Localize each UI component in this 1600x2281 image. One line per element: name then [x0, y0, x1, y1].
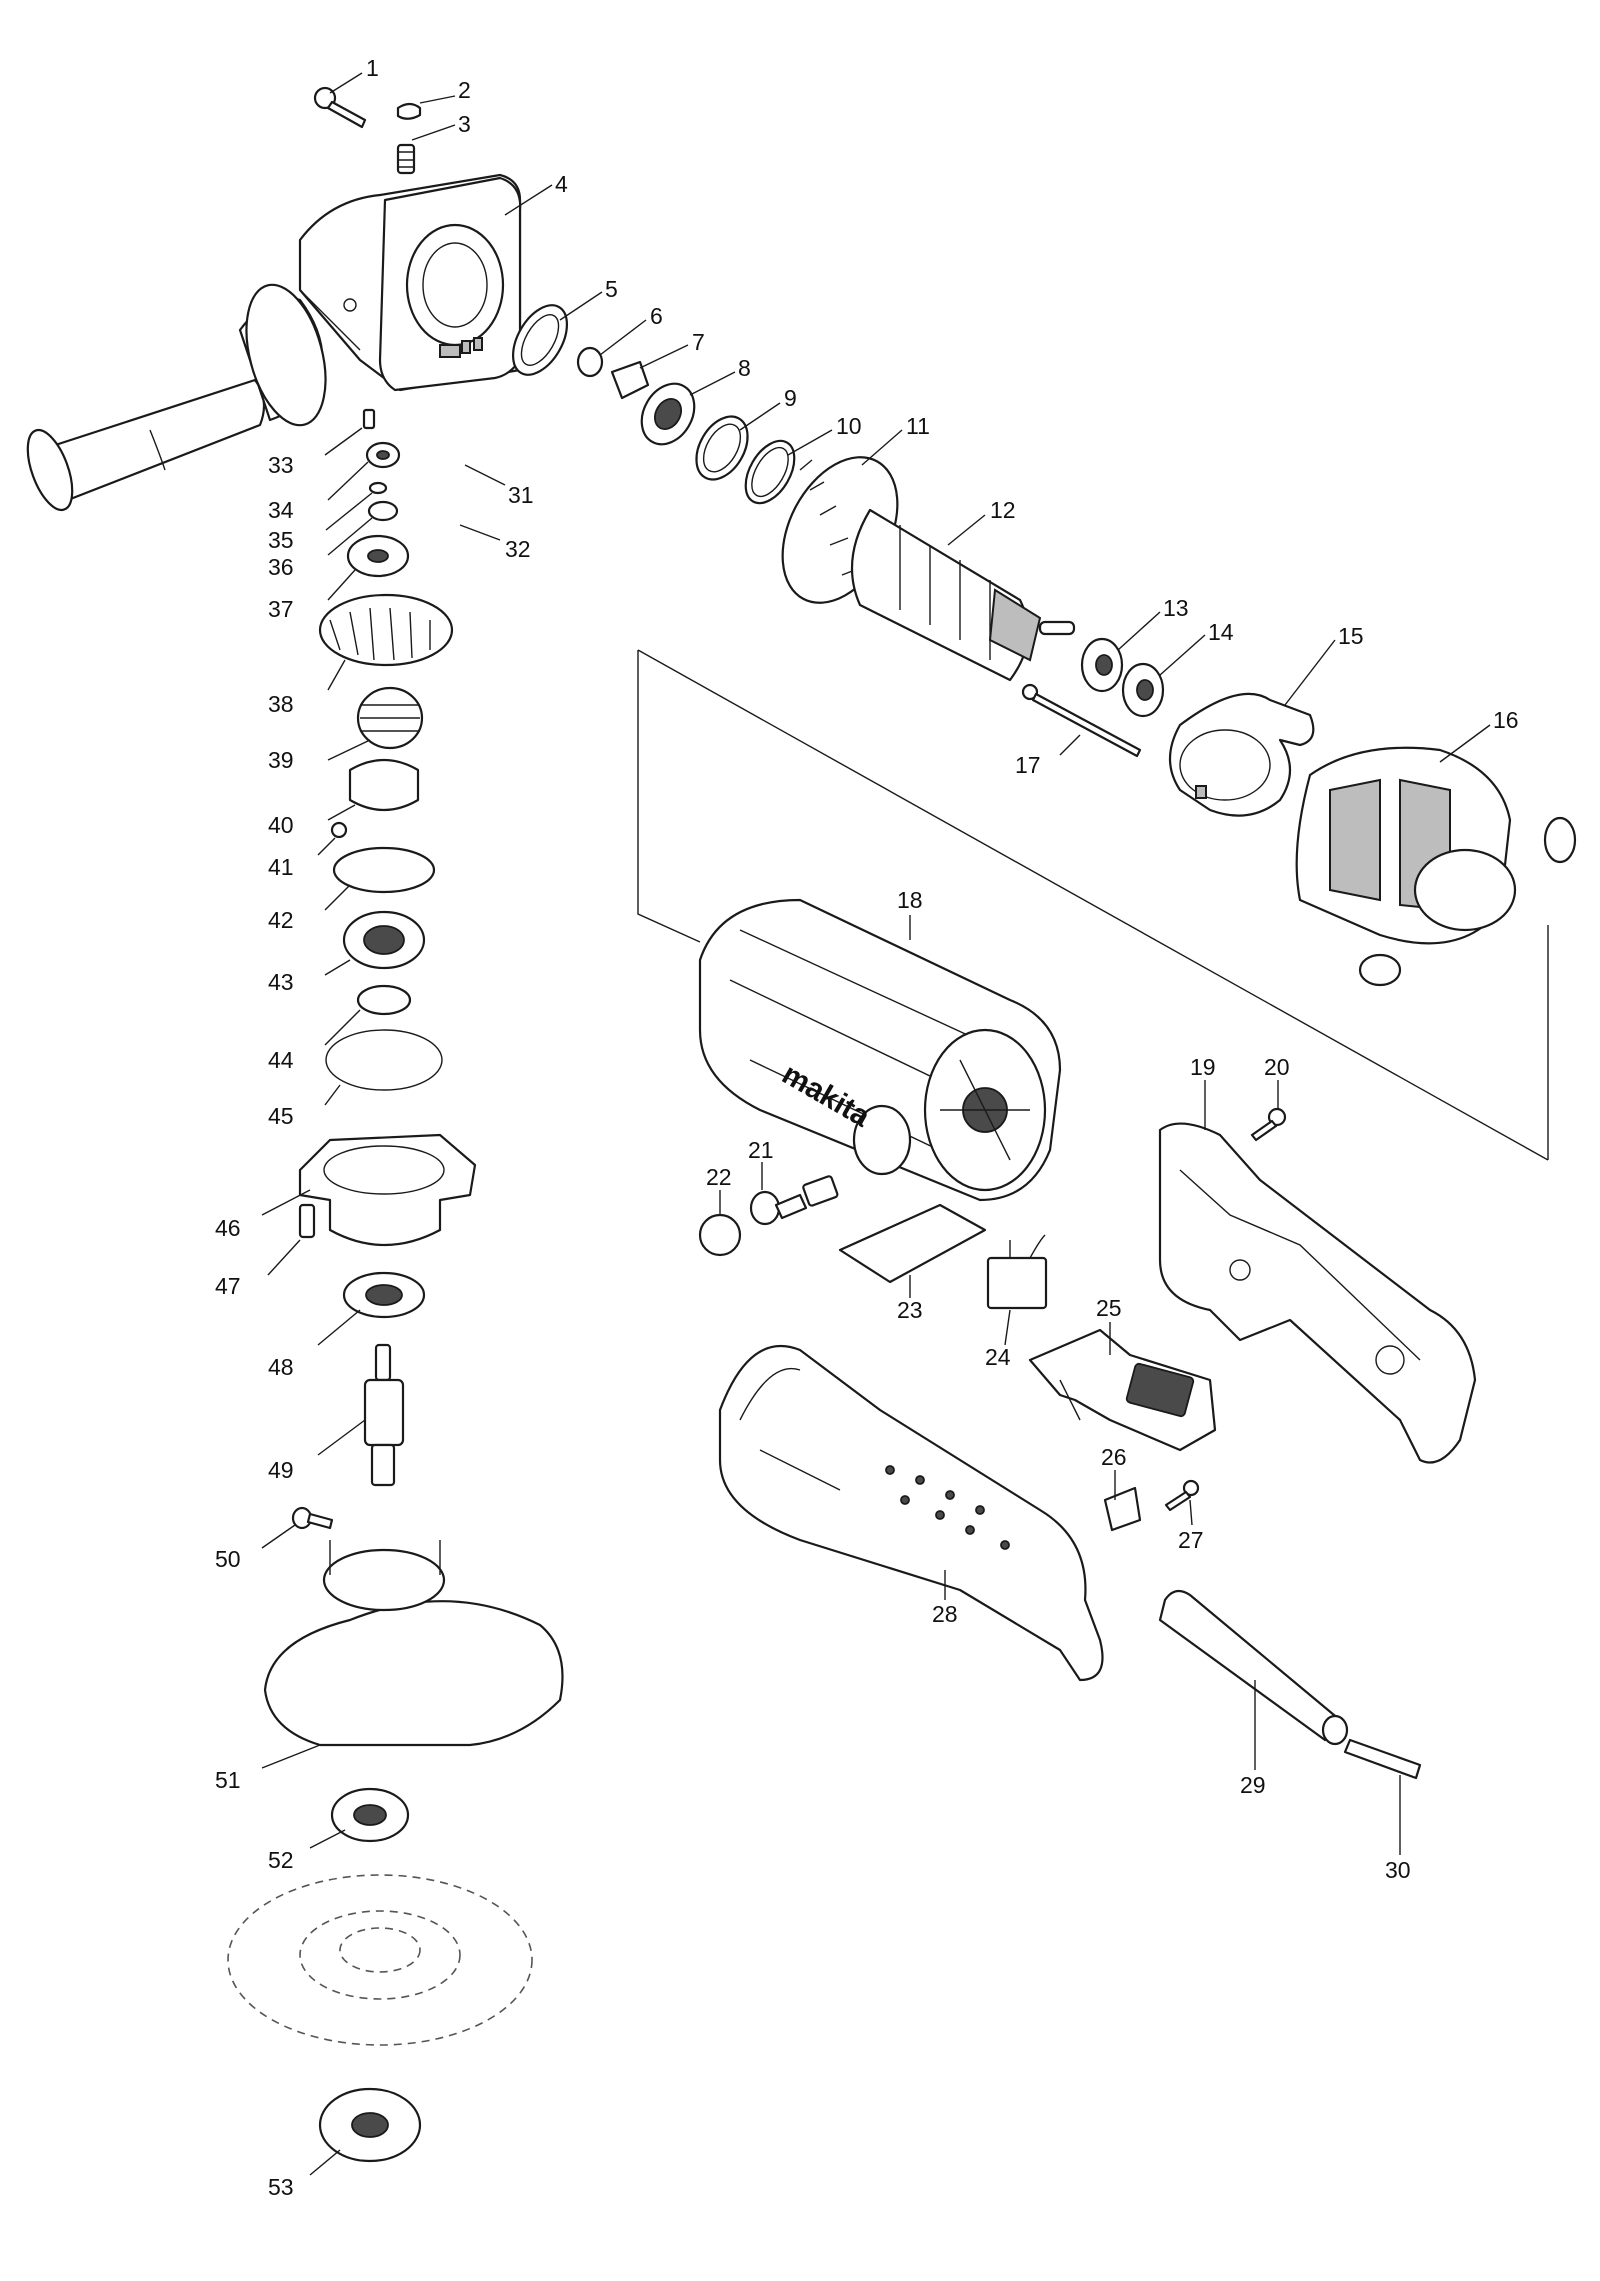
part-label-24: 24	[985, 1344, 1011, 1370]
part-label-38: 38	[268, 691, 294, 717]
callout-labels: 1 2 3 4 5 6 7 8 9 10 11 12 13 14 15 16 1…	[215, 55, 1519, 2200]
rear-handle-cover	[1158, 1122, 1477, 1464]
part-label-19: 19	[1190, 1054, 1216, 1080]
part-label-5: 5	[605, 276, 618, 302]
rear-bearings	[1080, 637, 1165, 718]
part-label-10: 10	[836, 413, 862, 439]
switch-assembly	[1028, 1328, 1217, 1452]
wheel-guard-illustration	[263, 1540, 564, 1747]
cord-guard-and-cord	[1158, 1589, 1422, 1780]
part-label-8: 8	[738, 355, 751, 381]
part-label-45: 45	[268, 1103, 294, 1129]
part-label-20: 20	[1264, 1054, 1290, 1080]
part-label-52: 52	[268, 1847, 294, 1873]
part-label-32: 32	[505, 536, 531, 562]
part-label-16: 16	[1493, 707, 1519, 733]
part-label-11: 11	[906, 413, 930, 439]
strain-relief-clip	[1103, 1486, 1142, 1532]
side-handle-illustration	[26, 283, 327, 512]
part-label-9: 9	[784, 385, 797, 411]
part-label-22: 22	[706, 1164, 732, 1190]
part-label-28: 28	[932, 1601, 958, 1627]
field-coil-illustration	[1295, 746, 1577, 987]
motor-housing-illustration: makita	[698, 898, 1062, 1202]
part-label-18: 18	[897, 887, 923, 913]
part-label-27: 27	[1178, 1527, 1204, 1553]
gear-housing-illustration	[298, 173, 522, 392]
part-label-7: 7	[692, 329, 705, 355]
part-label-47: 47	[215, 1273, 241, 1299]
grip-handle-illustration	[718, 1345, 1104, 1682]
part-label-31: 31	[508, 482, 534, 508]
part-label-30: 30	[1385, 1857, 1411, 1883]
part-label-42: 42	[268, 907, 294, 933]
part-label-53: 53	[268, 2174, 294, 2200]
part-label-17: 17	[1015, 752, 1041, 778]
part-label-39: 39	[268, 747, 294, 773]
part-label-41: 41	[268, 854, 294, 880]
part-label-2: 2	[458, 77, 471, 103]
part-label-12: 12	[990, 497, 1016, 523]
part-label-3: 3	[458, 111, 471, 137]
part-label-33: 33	[268, 452, 294, 478]
part-label-49: 49	[268, 1457, 294, 1483]
wheel-nuts-and-dashed-wheel	[227, 1787, 533, 2163]
part-label-37: 37	[268, 596, 294, 622]
part-label-34: 34	[268, 497, 294, 523]
part-label-4: 4	[555, 171, 568, 197]
part-label-35: 35	[268, 527, 294, 553]
part-label-36: 36	[268, 554, 294, 580]
long-through-bolt	[1021, 683, 1142, 758]
part-label-21: 21	[748, 1137, 774, 1163]
group-bracket-lines	[637, 649, 1549, 1161]
part-label-13: 13	[1163, 595, 1189, 621]
part-label-44: 44	[268, 1047, 294, 1073]
small-screws	[291, 821, 1287, 1530]
part-label-25: 25	[1096, 1295, 1122, 1321]
part-label-14: 14	[1208, 619, 1234, 645]
part-label-48: 48	[268, 1354, 294, 1380]
part-label-43: 43	[268, 969, 294, 995]
part-label-26: 26	[1101, 1444, 1127, 1470]
part-label-1: 1	[366, 55, 379, 81]
part-label-29: 29	[1240, 1772, 1266, 1798]
top-screw-and-spring	[313, 86, 422, 175]
part-label-51: 51	[215, 1767, 241, 1793]
part-label-6: 6	[650, 303, 663, 329]
fan-baffle-plate	[1169, 692, 1315, 817]
part-label-15: 15	[1338, 623, 1364, 649]
spindle-stack-parts	[298, 408, 477, 1487]
part-label-23: 23	[897, 1297, 923, 1323]
label-and-capacitor	[838, 1203, 1048, 1310]
part-label-40: 40	[268, 812, 294, 838]
part-label-46: 46	[215, 1215, 241, 1241]
armature-illustration	[781, 456, 1076, 682]
part-label-50: 50	[215, 1546, 241, 1572]
drive-train-parts	[511, 304, 796, 505]
